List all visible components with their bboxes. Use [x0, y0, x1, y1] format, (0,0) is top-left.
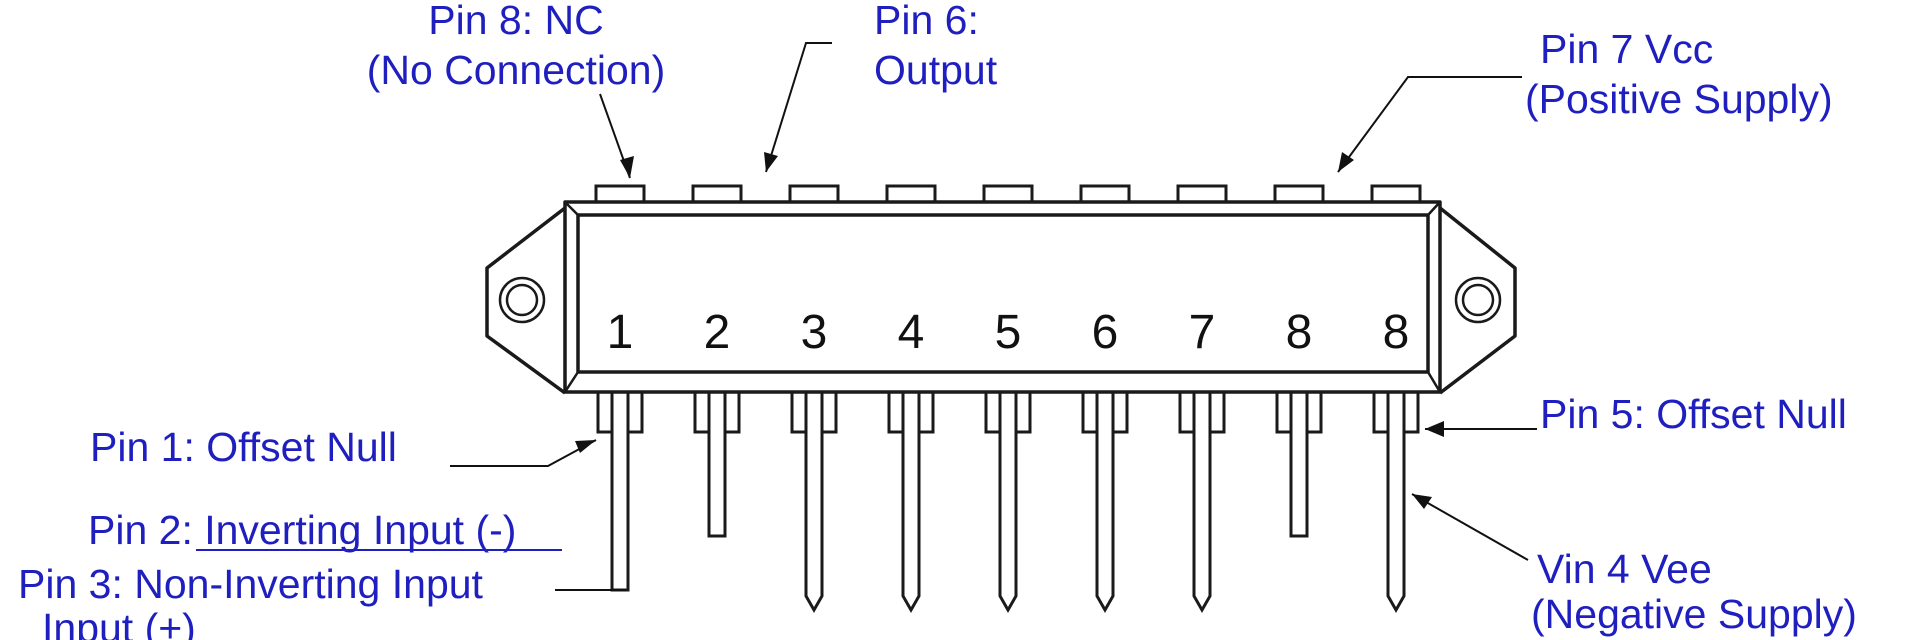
pin3-non-inverting-label-line1: Pin 3: Non-Inverting Input [18, 561, 484, 607]
pin-lead [1372, 392, 1420, 614]
pin6-output-label-line2: Output [874, 47, 998, 93]
pin-number: 6 [1092, 306, 1119, 359]
pin-number: 7 [1189, 306, 1216, 359]
top-tab [1370, 184, 1422, 204]
left-mounting-hole-icon [498, 276, 546, 324]
pin-leads [596, 392, 1420, 614]
pin-number: 8 [1286, 306, 1313, 359]
right-mounting-hole-icon [1454, 276, 1502, 324]
package-body [563, 200, 1442, 394]
pin-lead [887, 392, 935, 614]
pin1-offset-null-label: Pin 1: Offset Null [90, 424, 397, 470]
pin-number-labels: 1 2 3 4 5 6 7 8 8 [607, 306, 1410, 359]
top-tab [982, 184, 1034, 204]
pin8-nc-label-line1: Pin 8: NC [428, 0, 603, 43]
pin2-inverting-input-label: Pin 2: Inverting Input (-) [88, 507, 516, 553]
pin5-offset-null-label: Pin 5: Offset Null [1540, 391, 1847, 437]
top-tab [1079, 184, 1131, 204]
top-tabs [594, 184, 1422, 204]
pin-number: 4 [898, 306, 925, 359]
top-tab [1273, 184, 1325, 204]
pin-number: 3 [801, 306, 828, 359]
right-mounting-flange [1438, 206, 1517, 395]
pin-number: 8 [1383, 306, 1410, 359]
pin6-output-label-line1: Pin 6: [874, 0, 979, 43]
pin7-vcc-label-line2: (Positive Supply) [1525, 76, 1833, 122]
pin-number: 5 [995, 306, 1022, 359]
pin2-rest: : Inverting Input (-) [181, 507, 516, 553]
pin-number: 1 [607, 306, 634, 359]
pin-lead [1081, 392, 1129, 614]
pin-lead [1275, 392, 1323, 538]
top-tab [594, 184, 646, 204]
top-tab [1176, 184, 1228, 204]
pin2-prefix: Pin 2 [88, 507, 181, 553]
leader-lines [450, 42, 1537, 591]
pin8-nc-label-line2: (No Connection) [367, 47, 666, 93]
pin3-non-inverting-label-line2: Input (+) [42, 605, 196, 640]
pin-lead [596, 392, 644, 592]
pin-lead [1178, 392, 1226, 614]
pin-lead [984, 392, 1032, 614]
pin-lead [790, 392, 838, 614]
top-tab [788, 184, 840, 204]
left-mounting-flange [485, 206, 567, 395]
top-tab [885, 184, 937, 204]
top-tab [691, 184, 743, 204]
vin4-vee-label-line1: Vin 4 Vee [1537, 546, 1712, 592]
pin7-vcc-label-line1: Pin 7 Vcc [1540, 26, 1713, 72]
vin4-vee-label-line2: (Negative Supply) [1531, 591, 1857, 637]
pin-lead [693, 392, 741, 538]
pin-number: 2 [704, 306, 731, 359]
